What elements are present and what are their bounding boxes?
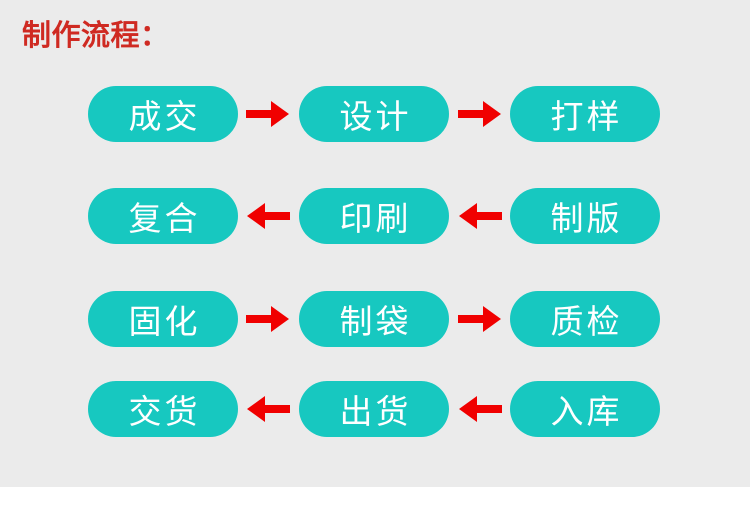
flow-node[interactable]: 交货 <box>88 381 238 437</box>
flow-node[interactable]: 出货 <box>299 381 449 437</box>
flow-node[interactable]: 成交 <box>88 86 238 142</box>
arrow-left-icon <box>449 188 510 244</box>
arrow-left-icon <box>238 381 299 437</box>
flow-row: 固化 制袋 质检 <box>88 291 660 347</box>
flow-node[interactable]: 打样 <box>510 86 660 142</box>
arrow-right-icon <box>449 291 510 347</box>
page-title: 制作流程： <box>22 18 170 52</box>
flow-row: 复合 印刷 制版 <box>88 188 660 244</box>
arrow-left-icon <box>238 188 299 244</box>
arrow-right-icon <box>238 291 299 347</box>
flow-node[interactable]: 复合 <box>88 188 238 244</box>
flow-node[interactable]: 固化 <box>88 291 238 347</box>
flow-node[interactable]: 印刷 <box>299 188 449 244</box>
arrow-right-icon <box>238 86 299 142</box>
flow-node[interactable]: 设计 <box>299 86 449 142</box>
flow-row: 交货 出货 入库 <box>88 381 660 437</box>
flow-row: 成交 设计 打样 <box>88 86 660 142</box>
arrow-right-icon <box>449 86 510 142</box>
arrow-left-icon <box>449 381 510 437</box>
flow-node[interactable]: 质检 <box>510 291 660 347</box>
flow-node[interactable]: 入库 <box>510 381 660 437</box>
flow-node[interactable]: 制版 <box>510 188 660 244</box>
flow-node[interactable]: 制袋 <box>299 291 449 347</box>
